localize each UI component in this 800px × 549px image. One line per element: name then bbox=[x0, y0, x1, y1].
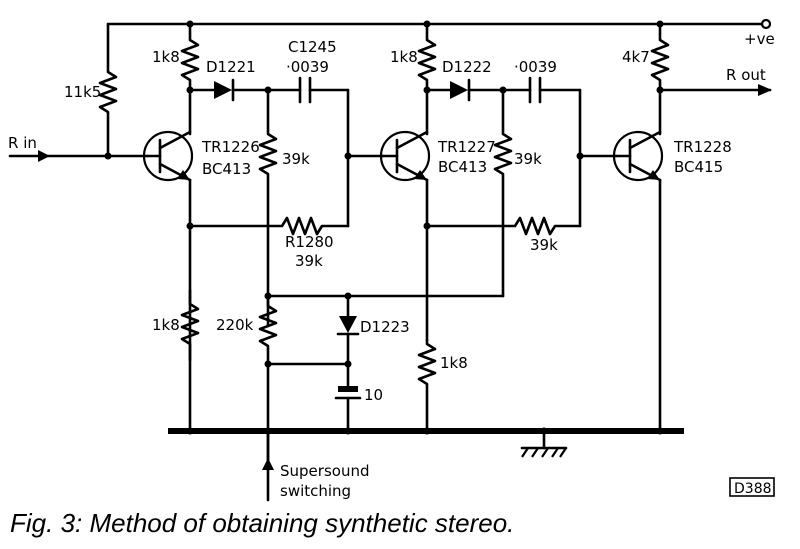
label-c2-val: ·0039 bbox=[514, 58, 557, 76]
label-1k8-d: 1k8 bbox=[440, 354, 468, 372]
label-1k8-a: 1k8 bbox=[152, 48, 180, 66]
transistor-tr1226 bbox=[142, 130, 194, 433]
label-r1280-val: 39k bbox=[295, 252, 323, 270]
resistor-39k-a bbox=[258, 88, 278, 328]
label-c1245-ref: C1245 bbox=[288, 38, 337, 56]
switching-arrow bbox=[262, 429, 274, 502]
diode-d1223 bbox=[336, 294, 360, 388]
label-supply: +ve bbox=[744, 30, 775, 48]
resistor-4k7 bbox=[650, 22, 670, 136]
resistor-1k8-c bbox=[180, 288, 200, 362]
figure-code-text: D388 bbox=[734, 481, 772, 497]
input-line bbox=[8, 150, 150, 162]
label-switch-line2: switching bbox=[280, 482, 351, 500]
transistor-tr1227 bbox=[379, 130, 431, 342]
label-39k-a: 39k bbox=[282, 150, 310, 168]
capacitor-c1245 bbox=[298, 76, 352, 228]
ground-bus bbox=[168, 427, 684, 458]
label-1k8-c: 1k8 bbox=[152, 316, 180, 334]
label-220k: 220k bbox=[216, 316, 254, 334]
label-r1280-ref: R1280 bbox=[285, 233, 334, 251]
resistor-r1280 bbox=[188, 216, 350, 236]
supply-rail bbox=[106, 18, 772, 30]
label-c-10: 10 bbox=[364, 386, 383, 404]
label-tr1226-type: BC413 bbox=[202, 160, 251, 178]
capacitor-10 bbox=[334, 386, 362, 433]
transistor-tr1228 bbox=[612, 130, 664, 433]
diode-d1221 bbox=[188, 78, 302, 102]
label-39k-c: 39k bbox=[530, 236, 558, 254]
label-switch-line1: Supersound bbox=[280, 462, 369, 480]
label-input: R in bbox=[8, 134, 37, 152]
label-d1222: D1222 bbox=[442, 58, 492, 76]
output-line bbox=[658, 84, 772, 96]
bias-node bbox=[264, 292, 505, 300]
label-c1245-val: ·0039 bbox=[286, 58, 329, 76]
resistor-1k8-a bbox=[180, 22, 200, 136]
label-d1221: D1221 bbox=[206, 58, 256, 76]
label-output: R out bbox=[726, 66, 766, 84]
label-4k7: 4k7 bbox=[622, 48, 650, 66]
figure-code: D388 bbox=[729, 477, 775, 497]
label-11k5: 11k5 bbox=[64, 83, 101, 101]
label-tr1227-type: BC413 bbox=[438, 158, 487, 176]
label-tr1228-ref: TR1228 bbox=[673, 138, 732, 156]
label-tr1227-ref: TR1227 bbox=[437, 138, 496, 156]
resistor-1k8-d bbox=[417, 338, 437, 433]
label-39k-b: 39k bbox=[514, 150, 542, 168]
label-tr1226-ref: TR1226 bbox=[201, 138, 260, 156]
resistor-39k-b bbox=[493, 88, 513, 298]
diode-d1222 bbox=[425, 78, 532, 102]
resistor-11k5 bbox=[98, 22, 118, 158]
resistor-220k bbox=[258, 294, 350, 472]
label-tr1228-type: BC415 bbox=[674, 158, 723, 176]
label-1k8-b: 1k8 bbox=[390, 48, 418, 66]
label-d1223: D1223 bbox=[360, 318, 410, 336]
resistor-1k8-b bbox=[417, 22, 437, 136]
resistor-39k-c bbox=[425, 216, 582, 236]
figure-caption: Fig. 3: Method of obtaining synthetic st… bbox=[10, 508, 515, 538]
